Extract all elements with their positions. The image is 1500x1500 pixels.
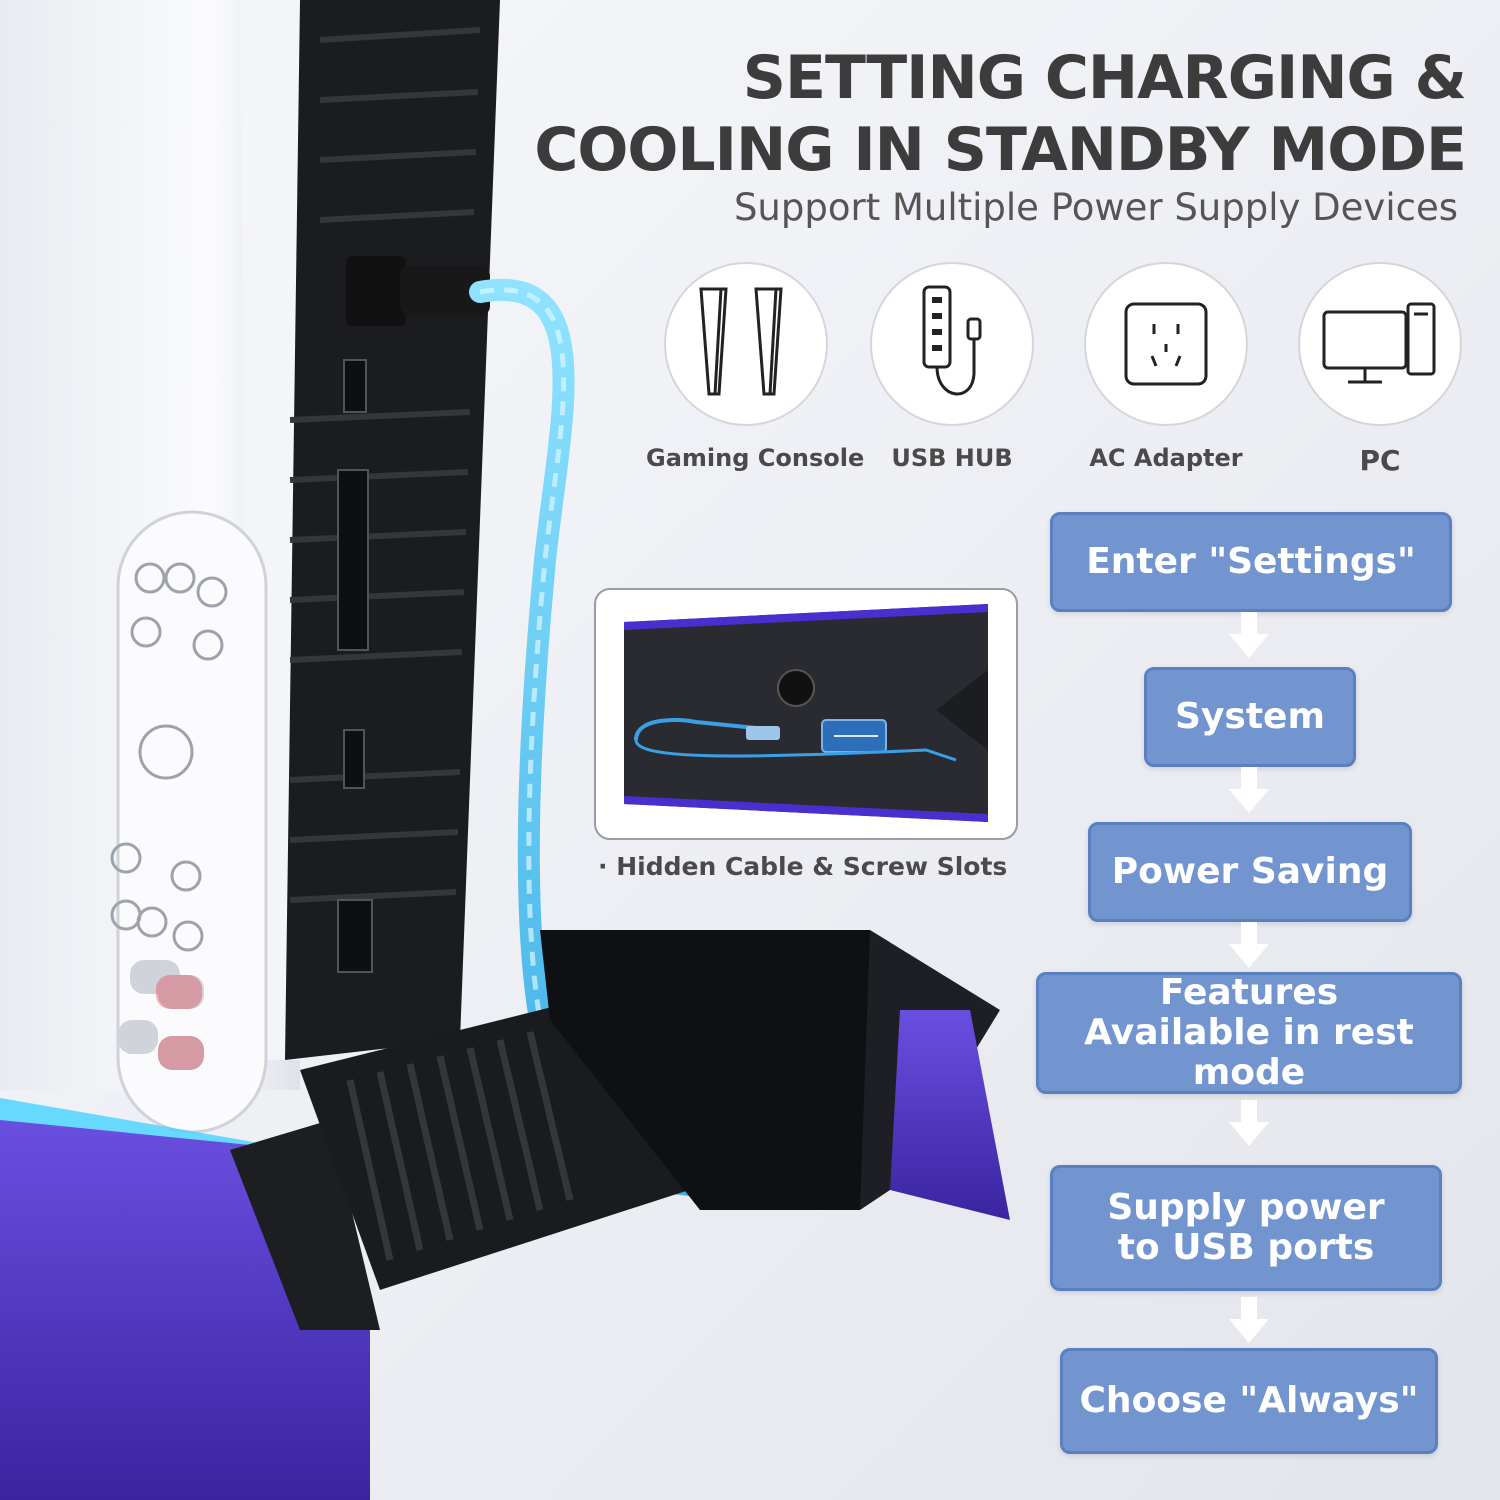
usb-hub-icon [922,285,982,396]
gaming-console-icon [699,287,783,396]
subheadline: Support Multiple Power Supply Devices [733,186,1458,229]
step-label: Power Saving [1111,851,1389,892]
device-usb-hub: USB HUB [852,262,1052,472]
device-circle [870,262,1034,426]
step-choose-always: Choose "Always" [1060,1348,1438,1454]
inset-underside-view [594,588,1018,840]
vertical-stand-base [0,930,1010,1500]
headline-line-1: SETTING CHARGING & [742,43,1467,113]
down-arrow-icon [1229,612,1269,658]
device-circle [664,262,828,426]
device-label: AC Adapter [1089,444,1243,472]
step-power-saving: Power Saving [1088,822,1412,922]
console-rear-panel [285,0,500,1060]
device-ac-adapter: AC Adapter [1066,262,1266,472]
lan-port [337,469,369,651]
media-remote [110,510,268,1134]
step-label: Supply power to USB ports [1107,1187,1385,1268]
headline: SETTING CHARGING & COOLING IN STANDBY MO… [466,42,1467,186]
usb-plug [346,256,490,326]
hdmi-port [343,729,365,789]
down-arrow-icon [1229,1297,1269,1343]
step-supply-usb-power: Supply power to USB ports [1050,1165,1442,1291]
step-label: Enter "Settings" [1086,541,1416,582]
inset-caption: · Hidden Cable & Screw Slots [598,852,1008,881]
device-pc: PC [1280,262,1480,477]
down-arrow-icon [1229,922,1269,968]
device-label: Gaming Console [646,444,865,472]
step-system: System [1144,667,1356,767]
down-arrow-icon [1229,767,1269,813]
usb-port [343,359,367,413]
step-enter-settings: Enter "Settings" [1050,512,1452,612]
device-circle [1298,262,1462,426]
ac-outlet-icon [1124,302,1208,386]
step-label: Choose "Always" [1079,1380,1419,1421]
down-arrow-icon [1229,1100,1269,1146]
pc-monitor-icon [1322,302,1436,384]
device-circle [1084,262,1248,426]
power-port [337,899,373,973]
device-label: USB HUB [891,444,1013,472]
device-label: PC [1359,444,1401,477]
step-label: System [1175,696,1325,737]
stand-underside-image [624,604,988,822]
device-gaming-console: Gaming Console [646,262,865,472]
step-features-rest-mode: Features Available in rest mode [1036,972,1462,1094]
headline-line-2: COOLING IN STANDBY MODE [534,115,1467,185]
step-label: Features Available in rest mode [1084,972,1414,1093]
